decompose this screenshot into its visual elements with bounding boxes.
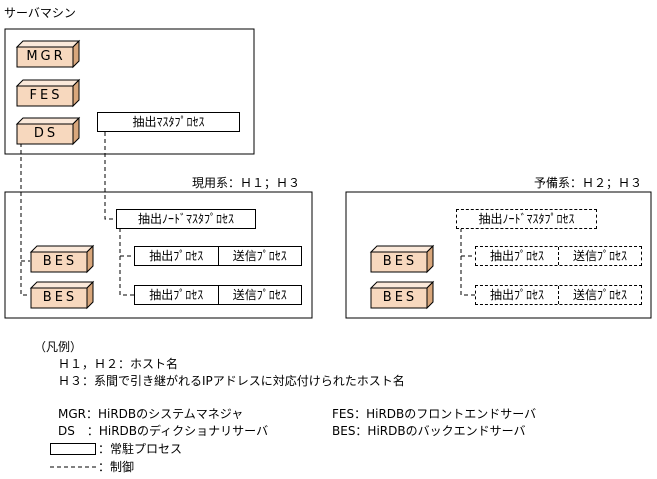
cube-front xyxy=(30,287,88,309)
process-pair-active-1: 抽出ﾌﾟﾛｾｽ 送信ﾌﾟﾛｾｽ xyxy=(134,246,302,266)
cube-top xyxy=(29,245,95,253)
control-line-node-pairs xyxy=(119,228,134,296)
cube-top xyxy=(369,281,435,289)
process-pair-active-2: 抽出ﾌﾟﾛｾｽ 送信ﾌﾟﾛｾｽ xyxy=(134,285,302,305)
control-line-ds-bes xyxy=(20,143,30,296)
fes-unit-label: FES xyxy=(29,88,63,103)
bes-unit-cube xyxy=(369,280,435,310)
bes-unit-label-active-2: BES xyxy=(42,290,78,305)
standby-system-label: 予備系：Ｈ２；Ｈ３ xyxy=(534,176,643,190)
cube-front xyxy=(370,251,428,273)
cube-top xyxy=(369,245,435,253)
process-pair-standby-2: 抽出ﾌﾟﾛｾｽ 送信ﾌﾟﾛｾｽ xyxy=(475,285,642,305)
bes-unit-cube xyxy=(369,244,435,274)
bes-unit-cube xyxy=(29,244,95,274)
extract-node-master-process-standby: 抽出ﾉｰﾄﾞﾏｽﾀﾌﾟﾛｾｽ xyxy=(456,209,597,229)
server-machine-box xyxy=(4,28,255,155)
legend-control: ：制御 xyxy=(98,460,135,474)
process-pair-standby-1: 抽出ﾌﾟﾛｾｽ 送信ﾌﾟﾛｾｽ xyxy=(475,246,642,266)
server-machine-title: サーバマシン xyxy=(4,6,76,20)
legend-bes: BES：HiRDBのバックエンドサーバ xyxy=(332,424,526,438)
cube-front xyxy=(16,85,74,107)
mgr-unit-cube xyxy=(15,39,81,69)
cube-top xyxy=(15,117,81,125)
send-process: 送信ﾌﾟﾛｾｽ xyxy=(558,247,641,265)
mgr-unit-label: MGR xyxy=(26,49,66,64)
legend-resident-sample xyxy=(50,443,96,455)
legend-fes: FES：HiRDBのフロントエンドサーバ xyxy=(332,407,537,421)
extract-node-master-process-active: 抽出ﾉｰﾄﾞﾏｽﾀﾌﾟﾛｾｽ xyxy=(116,209,256,229)
ds-unit-cube xyxy=(15,116,81,146)
cube-top xyxy=(29,281,95,289)
ds-unit-label: DS xyxy=(33,126,59,141)
cube-top xyxy=(15,40,81,48)
active-system-label: 現用系：Ｈ１；Ｈ３ xyxy=(192,176,301,190)
legend-resident: ：常駐プロセス xyxy=(98,442,183,456)
extract-process: 抽出ﾌﾟﾛｾｽ xyxy=(149,288,204,302)
bes-unit-label-standby-2: BES xyxy=(382,290,418,305)
send-process: 送信ﾌﾟﾛｾｽ xyxy=(217,286,302,304)
bes-unit-label-standby-1: BES xyxy=(382,254,418,269)
legend-h3: Ｈ３：系間で引き継がれるIPアドレスに対応付けられたホスト名 xyxy=(58,374,405,388)
control-line-standby-pairs xyxy=(460,228,475,296)
extract-process: 抽出ﾌﾟﾛｾｽ xyxy=(489,249,544,263)
cube-front xyxy=(16,123,74,145)
control-line-master-node xyxy=(104,132,116,220)
send-process: 送信ﾌﾟﾛｾｽ xyxy=(217,247,302,265)
fes-unit-cube xyxy=(15,78,81,108)
send-process: 送信ﾌﾟﾛｾｽ xyxy=(558,286,641,304)
bes-unit-label-active-1: BES xyxy=(42,254,78,269)
extract-process: 抽出ﾌﾟﾛｾｽ xyxy=(489,288,544,302)
active-system-box xyxy=(4,191,313,319)
bes-unit-cube xyxy=(29,280,95,310)
legend-mgr: MGR：HiRDBのシステムマネジャ xyxy=(58,407,244,421)
extract-process: 抽出ﾌﾟﾛｾｽ xyxy=(149,249,204,263)
cube-top xyxy=(15,79,81,87)
extract-master-process: 抽出ﾏｽﾀﾌﾟﾛｾｽ xyxy=(97,112,240,132)
legend-host-names: Ｈ１，Ｈ２：ホスト名 xyxy=(58,357,179,371)
cube-front xyxy=(370,287,428,309)
standby-system-box xyxy=(345,191,652,319)
cube-front xyxy=(30,251,88,273)
legend-ds: DS ：HiRDBのディクショナリサーバ xyxy=(58,424,269,438)
cube-front xyxy=(16,46,74,68)
legend-heading: （凡例） xyxy=(34,340,83,354)
